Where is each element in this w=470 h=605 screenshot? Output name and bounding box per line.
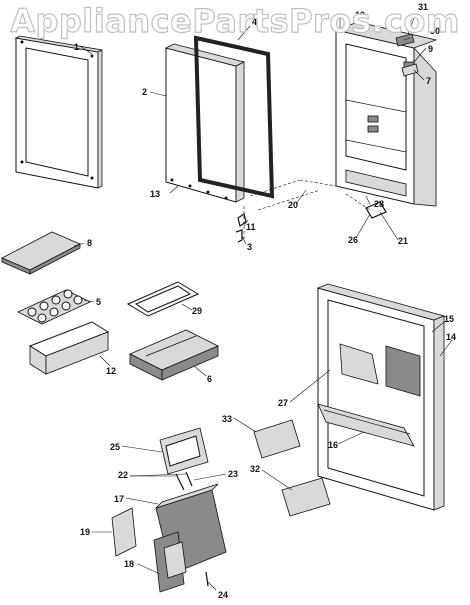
callout-27: 27 [278, 398, 288, 408]
ice-maker-part [153, 483, 227, 593]
callout-31: 31 [418, 2, 428, 12]
door-frame-part [14, 35, 104, 189]
hinge-parts [235, 206, 247, 243]
callout-29: 29 [192, 306, 202, 316]
callout-9: 9 [428, 44, 433, 54]
callout-26: 26 [348, 235, 358, 245]
callout-21: 21 [398, 236, 408, 246]
callout-30: 30 [430, 26, 440, 36]
cover-part [111, 507, 137, 557]
callout-24: 24 [218, 590, 228, 600]
callout-6: 6 [207, 374, 212, 384]
callout-25: 25 [110, 442, 120, 452]
callout-3: 3 [247, 242, 252, 252]
callout-5: 5 [96, 297, 101, 307]
callout-14: 14 [446, 332, 456, 342]
shelf-part [1, 231, 81, 275]
callout-2: 2 [142, 87, 147, 97]
watermark: AppliancePartsPros.com [10, 1, 460, 40]
tray-part [126, 281, 200, 317]
egg-tray-part [17, 289, 91, 325]
callout-18: 18 [124, 559, 134, 569]
pin-part [205, 571, 209, 587]
callout-22: 22 [118, 470, 128, 480]
callout-8: 8 [87, 238, 92, 248]
cabinet-part [334, 21, 438, 207]
crisper-bin-part [28, 321, 110, 375]
callout-1: 1 [74, 42, 79, 52]
door-bin-parts [253, 419, 331, 517]
bracket-parts [395, 33, 419, 77]
callout-4: 4 [252, 17, 257, 27]
callout-10: 10 [355, 10, 365, 20]
bottom-hinge-parts [249, 179, 387, 219]
door-panel-part [164, 43, 246, 203]
callout-13: 13 [150, 189, 160, 199]
callout-32: 32 [250, 464, 260, 474]
callout-labels: 1 2 3 4 5 6 7 8 9 10 11 12 13 14 15 16 1… [74, 2, 456, 600]
callout-12: 12 [106, 366, 116, 376]
door-gasket-part [193, 35, 275, 199]
drawer-part [129, 329, 219, 381]
callout-33: 33 [222, 414, 232, 424]
callout-23: 23 [228, 469, 238, 479]
leader-lines [73, 17, 453, 591]
freezer-door-part [316, 283, 446, 511]
callout-19: 19 [80, 527, 90, 537]
callout-17: 17 [114, 494, 124, 504]
callout-15: 15 [444, 314, 454, 324]
callout-7: 7 [426, 76, 431, 86]
callout-28: 28 [374, 199, 384, 209]
callout-20: 20 [288, 200, 298, 210]
screw-parts [175, 471, 193, 491]
callout-16: 16 [328, 440, 338, 450]
callout-11: 11 [246, 222, 256, 232]
ice-bin-part [159, 427, 209, 475]
